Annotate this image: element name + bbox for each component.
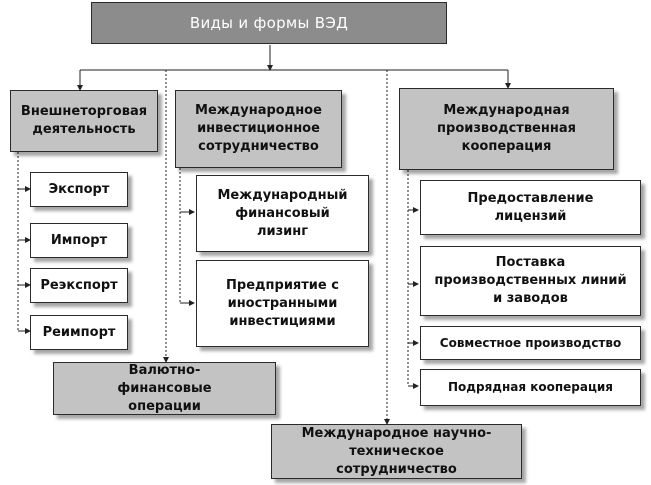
- production-item-joint: Совместное производство: [420, 326, 641, 360]
- investment-item-leasing: Международный финансовый лизинг: [196, 175, 369, 252]
- category-investment: Международное инвестиционное сотрудничес…: [175, 90, 342, 168]
- category-scitech: Международное научно-техническое сотрудн…: [271, 424, 522, 479]
- production-item-contract: Подрядная кооперация: [420, 369, 641, 406]
- category-currency: Валютно-финансовые операции: [53, 362, 276, 415]
- trade-item-reimport: Реимпорт: [30, 315, 128, 350]
- trade-item-export: Экспорт: [30, 172, 128, 207]
- production-item-lines: Поставка производственных линий и заводо…: [420, 246, 641, 316]
- category-trade: Внешнеторговая деятельность: [10, 90, 158, 152]
- production-item-licenses: Предоставление лицензий: [420, 180, 641, 235]
- diagram-title: Виды и формы ВЭД: [91, 2, 447, 44]
- investment-item-foreign-enterprise: Предприятие с иностранными инвестициями: [196, 260, 369, 347]
- trade-item-reexport: Реэкспорт: [30, 268, 128, 303]
- category-production: Международная производственная коопераци…: [399, 88, 614, 170]
- trade-item-import: Импорт: [30, 223, 128, 258]
